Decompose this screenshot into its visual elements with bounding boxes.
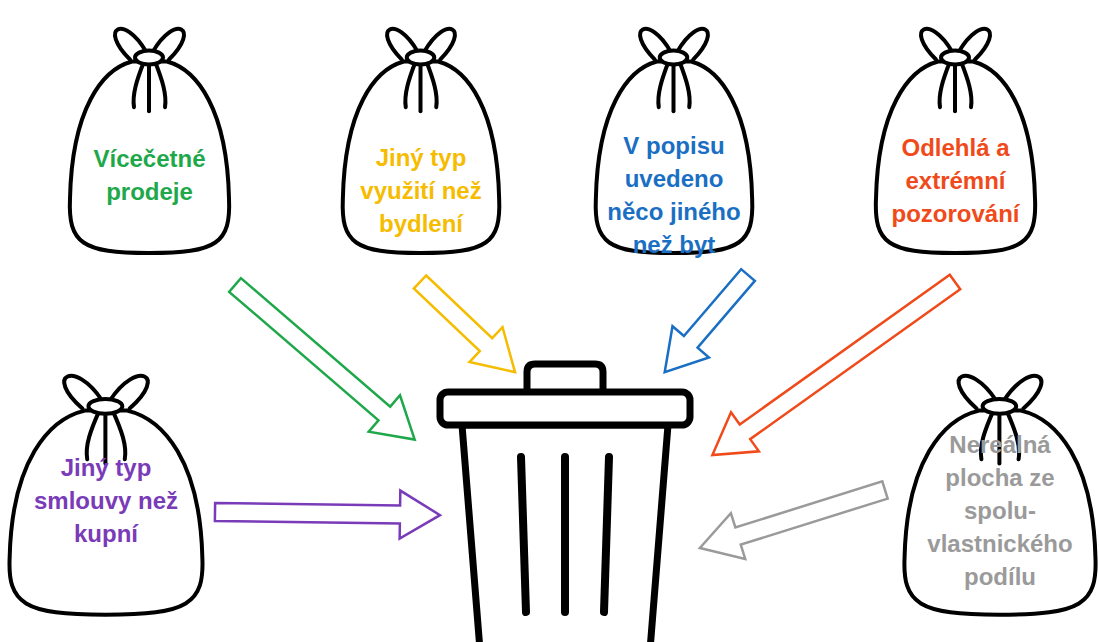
trash-can-rib bbox=[521, 457, 526, 612]
bag-knot bbox=[941, 51, 969, 65]
trash-can-handle bbox=[527, 364, 603, 392]
bag-label: Nereálná plocha ze spolu- vlastnického p… bbox=[923, 428, 1078, 593]
bag-label: Vícečetné prodeje bbox=[75, 142, 225, 208]
garbage-bag: Nereálná plocha ze spolu- vlastnického p… bbox=[895, 345, 1099, 620]
bag-outline bbox=[0, 345, 212, 620]
bag-body bbox=[9, 411, 202, 615]
blue-arrow bbox=[646, 259, 766, 387]
bag-tie bbox=[405, 62, 415, 108]
bag-tie bbox=[147, 62, 151, 112]
bag-tie bbox=[155, 62, 165, 108]
garbage-bag: Jiný typ smlouvy než kupní bbox=[0, 345, 212, 620]
bag-tie bbox=[961, 62, 971, 108]
bag-tie bbox=[658, 62, 668, 108]
trash-can-lid bbox=[440, 392, 690, 425]
bag-knot bbox=[983, 399, 1017, 414]
bag-tie bbox=[113, 411, 126, 460]
bag-tie bbox=[87, 411, 100, 460]
gray-arrow bbox=[693, 467, 892, 571]
bag-label: V popisu uvedeno něco jiného než byt bbox=[599, 129, 749, 261]
bag-label: Jiný typ smlouvy než kupní bbox=[31, 451, 181, 550]
bag-label: Odlehlá a extrémní pozorování bbox=[881, 131, 1031, 230]
green-arrow bbox=[219, 267, 430, 458]
garbage-bag: Odlehlá a extrémní pozorování bbox=[868, 0, 1043, 258]
garbage-bag: V popisu uvedeno něco jiného než byt bbox=[588, 0, 760, 258]
bag-body bbox=[70, 62, 229, 254]
garbage-bag: Vícečetné prodeje bbox=[62, 0, 237, 258]
bag-body bbox=[343, 62, 500, 254]
bag-knot bbox=[660, 51, 688, 65]
trash-can-rib bbox=[561, 457, 569, 612]
bag-tie bbox=[426, 62, 436, 108]
bag-tie bbox=[679, 62, 689, 108]
bag-tie bbox=[419, 62, 423, 112]
bag-knot bbox=[407, 51, 435, 65]
bag-outline bbox=[62, 0, 237, 258]
trash-can bbox=[440, 364, 690, 642]
bag-tie bbox=[940, 62, 950, 108]
trash-can-body bbox=[462, 425, 668, 642]
bag-tie bbox=[672, 62, 676, 112]
garbage-bag: Jiný typ využití než bydlení bbox=[335, 0, 507, 258]
bag-tie bbox=[134, 62, 144, 108]
trash-can-rib bbox=[604, 457, 609, 612]
bag-knot bbox=[135, 51, 163, 65]
yellow-arrow bbox=[403, 265, 531, 390]
red-arrow bbox=[698, 262, 968, 474]
bag-body bbox=[904, 411, 1095, 615]
bag-body bbox=[876, 62, 1035, 254]
bag-label: Jiný typ využití než bydlení bbox=[346, 141, 496, 240]
bag-knot bbox=[88, 399, 122, 414]
purple-arrow bbox=[215, 488, 441, 539]
bag-tie bbox=[953, 62, 957, 112]
